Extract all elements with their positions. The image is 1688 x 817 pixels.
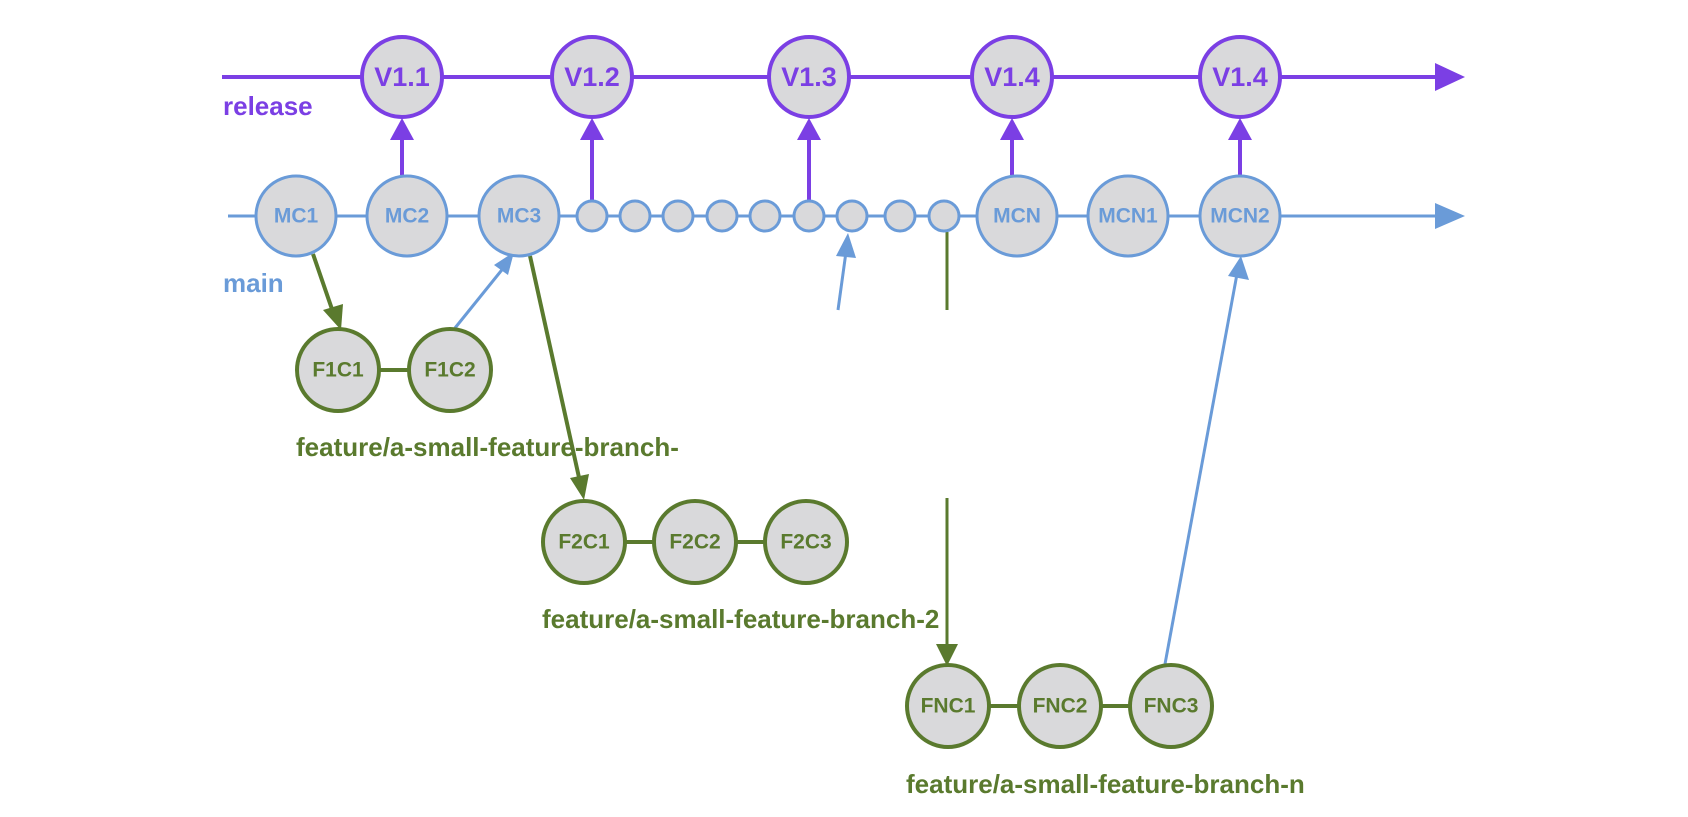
feature-commit[interactable]: F1C2 xyxy=(407,327,493,413)
main-small-commit[interactable] xyxy=(748,199,782,233)
feature-commit[interactable]: F2C1 xyxy=(541,499,627,585)
main-node[interactable]: MCN xyxy=(975,174,1059,258)
main-node-label: MC3 xyxy=(497,205,541,228)
merge-arrowhead-f1c2-mc3 xyxy=(494,252,514,275)
branch-arrow-mc3-f2c1 xyxy=(528,255,582,483)
main-small-commit[interactable] xyxy=(618,199,652,233)
tag-arrowhead-v1-4 xyxy=(1000,118,1024,140)
main-lane-label: main xyxy=(223,268,284,298)
release-tag-arrows xyxy=(390,118,1252,200)
branch-arrow-mc1-f1c1 xyxy=(311,253,336,316)
main-small-commit[interactable] xyxy=(835,199,869,233)
release-node-label: V1.2 xyxy=(564,62,620,92)
main-small-commit[interactable] xyxy=(883,199,917,233)
release-node-label: V1.3 xyxy=(781,62,837,92)
feature-connectors xyxy=(311,232,1249,708)
release-nodes: V1.1 V1.2 V1.3 V1.4 V1.4 xyxy=(360,35,1282,119)
feature-branch-label: feature/a-small-feature-branch-2 xyxy=(542,604,939,634)
merge-arrow-partial xyxy=(836,251,848,311)
release-node-label: V1.1 xyxy=(374,62,430,92)
feature-branch-1: F1C1 F1C2 feature/a-small-feature-branch… xyxy=(295,327,679,462)
main-node[interactable]: MC1 xyxy=(254,174,338,258)
main-node-label: MCN xyxy=(993,205,1041,228)
release-node-label: V1.4 xyxy=(1212,62,1268,92)
release-node-label: V1.4 xyxy=(984,62,1040,92)
main-small-commit[interactable] xyxy=(927,199,961,233)
merge-arrowhead-fnc3-mcn2 xyxy=(1228,256,1249,280)
main-arrowhead xyxy=(1435,203,1465,229)
main-node-label: MCN1 xyxy=(1098,205,1158,228)
feature-commit[interactable]: FNC1 xyxy=(905,663,991,749)
main-node[interactable]: MC2 xyxy=(365,174,449,258)
main-node-label: MC1 xyxy=(274,205,319,228)
feature-commit-label: FNC3 xyxy=(1144,695,1199,718)
feature-commit-label: F2C2 xyxy=(669,531,720,554)
merge-arrow-fnc3-mcn2 xyxy=(1163,273,1239,665)
feature-commit-label: FNC2 xyxy=(1033,695,1088,718)
main-small-commit[interactable] xyxy=(705,199,739,233)
release-node[interactable]: V1.3 xyxy=(767,35,851,119)
main-node[interactable]: MCN1 xyxy=(1086,174,1170,258)
feature-commit[interactable]: F2C3 xyxy=(763,499,849,585)
feature-commit-label: FNC1 xyxy=(921,695,976,718)
feature-branch-2: F2C1 F2C2 F2C3 feature/a-small-feature-b… xyxy=(541,499,939,634)
main-node[interactable]: MC3 xyxy=(477,174,561,258)
main-node-label: MCN2 xyxy=(1210,205,1270,228)
feature-commit[interactable]: F2C2 xyxy=(652,499,738,585)
branch-arrowhead-mc1-f1c1 xyxy=(323,304,343,330)
release-arrowhead xyxy=(1435,63,1465,91)
branch-arrowhead-mc3-f2c1 xyxy=(570,474,589,500)
feature-commit-label: F2C3 xyxy=(780,531,831,554)
feature-branch-label: feature/a-small-feature-branch- xyxy=(296,432,679,462)
main-small-commit[interactable] xyxy=(661,199,695,233)
merge-arrowhead-partial xyxy=(836,233,856,258)
release-node[interactable]: V1.4 xyxy=(970,35,1054,119)
feature-branch-label: feature/a-small-feature-branch-n xyxy=(906,769,1305,799)
main-nodes: MC1 MC2 MC3 MCN MCN1 xyxy=(254,174,1282,258)
main-small-commit[interactable] xyxy=(792,199,826,233)
feature-commit-label: F2C1 xyxy=(558,531,610,554)
feature-commit[interactable]: FNC2 xyxy=(1017,663,1103,749)
branch-arrowhead-fnc1 xyxy=(936,644,958,666)
feature-commit[interactable]: F1C1 xyxy=(295,327,381,413)
main-node[interactable]: MCN2 xyxy=(1198,174,1282,258)
feature-commit[interactable]: FNC3 xyxy=(1128,663,1214,749)
merge-arrow-f1c2-mc3 xyxy=(453,265,507,329)
release-node[interactable]: V1.4 xyxy=(1198,35,1282,119)
tag-arrowhead-v1-3 xyxy=(797,118,821,140)
feature-commit-label: F1C1 xyxy=(312,359,364,382)
tag-arrowhead-v1-2 xyxy=(580,118,604,140)
feature-branch-n: FNC1 FNC2 FNC3 feature/a-small-feature-b… xyxy=(905,663,1305,799)
feature-commit-label: F1C2 xyxy=(424,359,475,382)
tag-arrowhead-v1-4-second xyxy=(1228,118,1252,140)
main-small-commit[interactable] xyxy=(575,199,609,233)
main-ellipsis-dots xyxy=(575,199,961,233)
release-node[interactable]: V1.1 xyxy=(360,35,444,119)
main-node-label: MC2 xyxy=(385,205,429,228)
release-node[interactable]: V1.2 xyxy=(550,35,634,119)
tag-arrowhead-v1-1 xyxy=(390,118,414,140)
release-lane-label: release xyxy=(223,91,313,121)
